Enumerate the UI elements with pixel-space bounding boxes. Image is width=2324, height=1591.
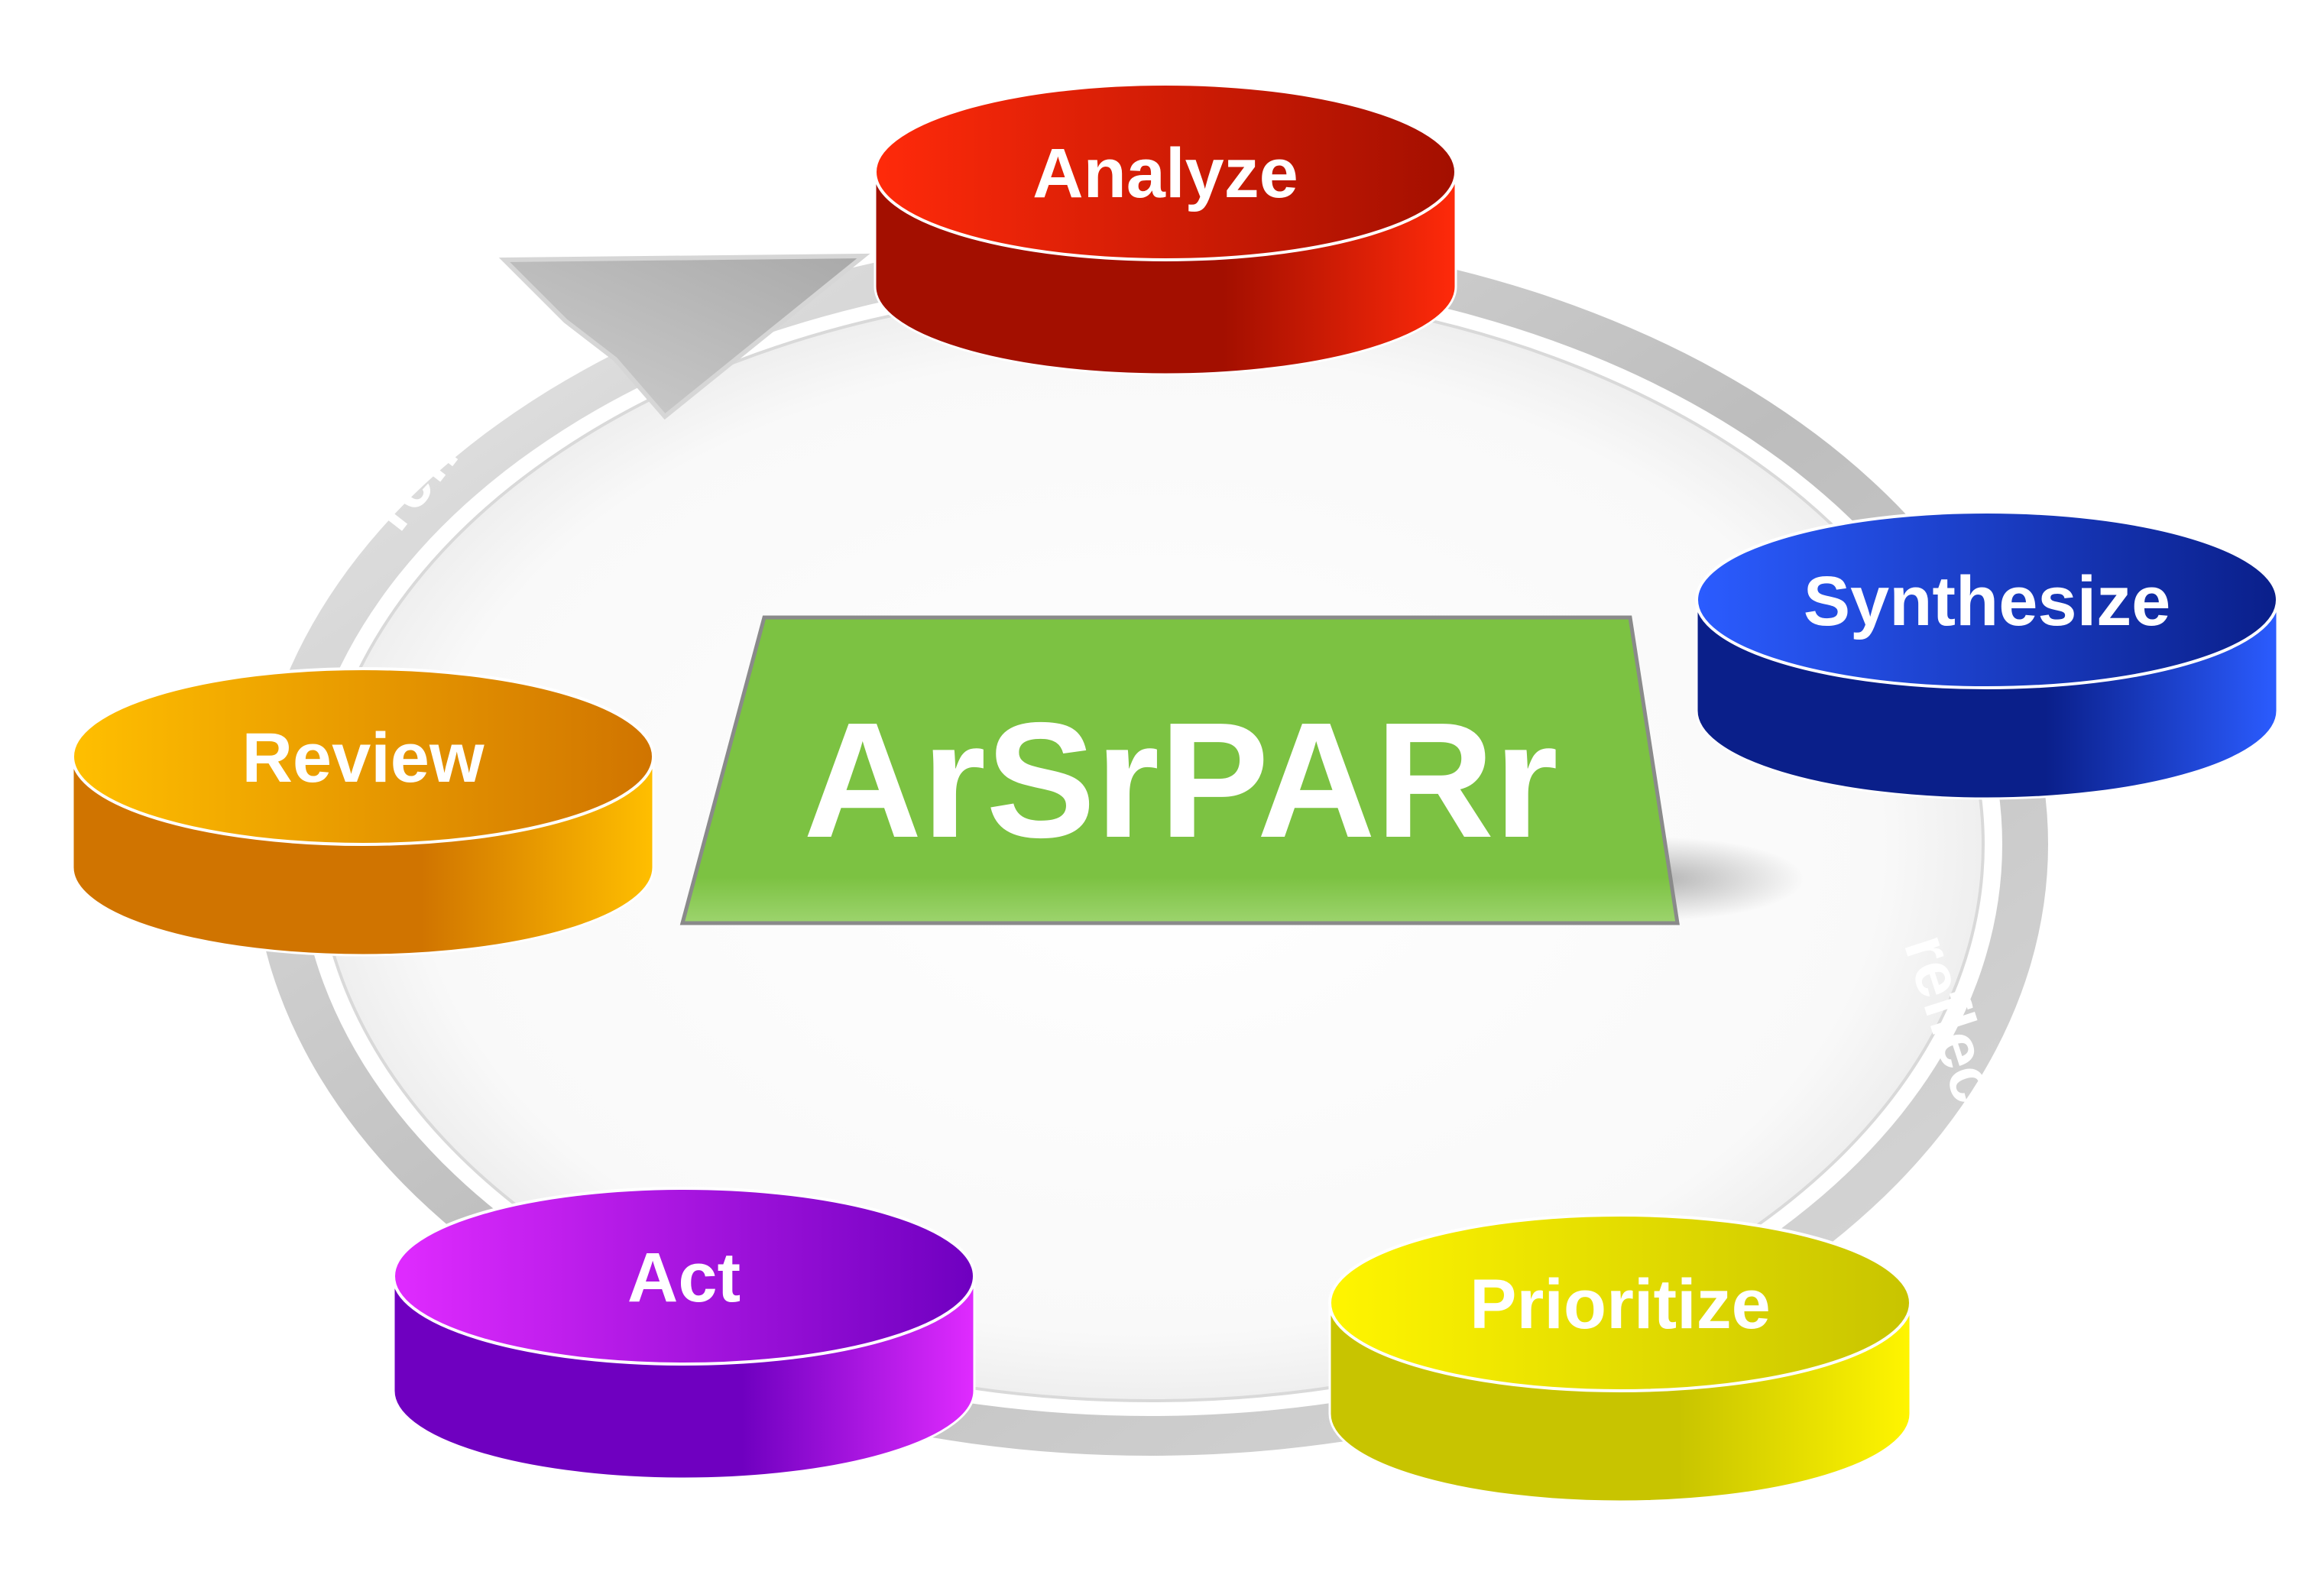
center-plaque: ArSrPARr bbox=[679, 615, 1804, 925]
stage-label: Analyze bbox=[1032, 134, 1298, 212]
cycle-ring bbox=[252, 233, 2048, 1456]
stage-disc-analyze: Analyze bbox=[874, 83, 1457, 376]
stage-label: Synthesize bbox=[1804, 562, 2171, 640]
disc-top bbox=[392, 1187, 976, 1366]
center-title: ArSrPARr bbox=[803, 688, 1558, 872]
stage-label: Prioritize bbox=[1470, 1265, 1771, 1343]
stage-label: Review bbox=[241, 719, 484, 797]
stage-label: Act bbox=[627, 1239, 741, 1317]
stage-disc-prioritize: Prioritize bbox=[1328, 1214, 1912, 1503]
cycle-arrow bbox=[498, 253, 870, 420]
stage-disc-synthesize: Synthesize bbox=[1695, 510, 2279, 800]
disc-top bbox=[874, 83, 1457, 261]
disc-top bbox=[1695, 510, 2279, 689]
stage-disc-act: Act bbox=[392, 1187, 976, 1480]
stage-disc-review: Review bbox=[71, 667, 655, 957]
disc-top bbox=[1328, 1214, 1912, 1392]
disc-top bbox=[71, 667, 655, 846]
